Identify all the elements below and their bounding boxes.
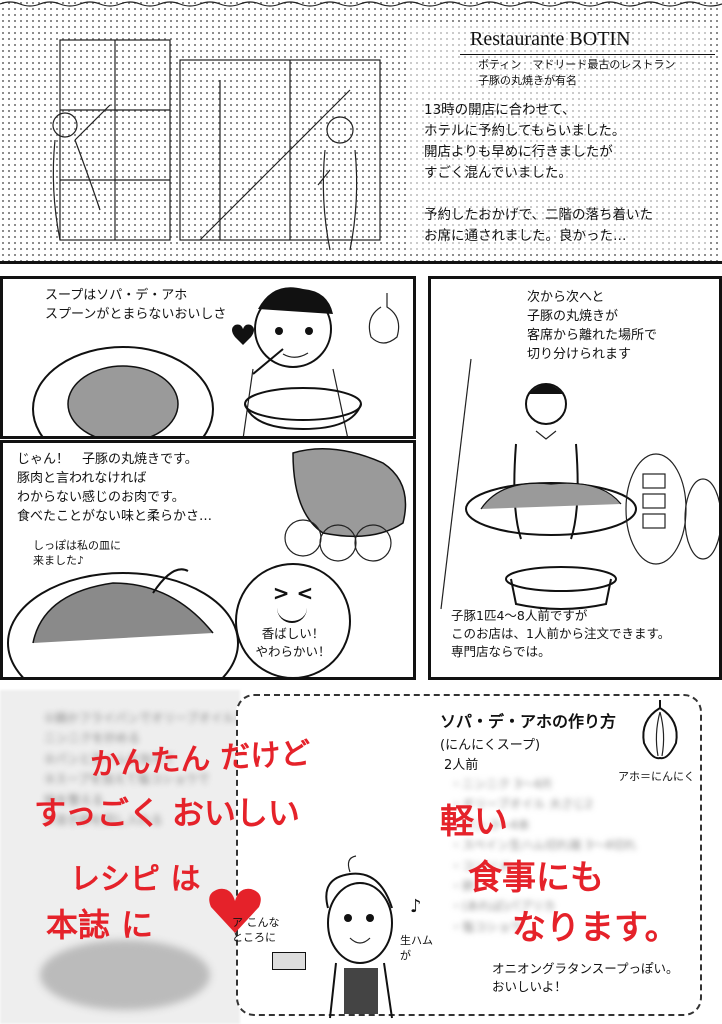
handwritten-becomes: なります。 (512, 908, 679, 948)
soup-caption: スープはソパ・デ・アホ スプーンがとまらないおいしさ (45, 288, 227, 322)
recipe-servings: 2人前 (444, 758, 479, 773)
restaurant-subtitle-1: ボティン マドリード最古のレストラン (478, 58, 676, 71)
character-note-left: ア こんな ところに (232, 916, 280, 944)
carving-caption: 次から次へと 子豚の丸焼きが 客席から離れた場所で 切り分けられます (527, 290, 658, 362)
happy-face: > < (272, 581, 314, 605)
roast-pig-panel: じゃん！ 子豚の丸焼きです。 豚肉と言われなければ わからない感じのお肉です。 … (0, 440, 416, 680)
handwritten-in-magazine: 本誌 に (46, 906, 154, 944)
bubble-text: 香ばしい！ やわらかい！ (255, 626, 331, 660)
soup-illustration (32, 287, 400, 436)
recipe-subtitle: (にんにくスープ) (440, 738, 541, 753)
tail-note: しっぽは私の皿に 来ました♪ (33, 539, 121, 567)
heart-icon (209, 888, 261, 933)
girl-character-illustration (325, 855, 393, 1019)
restaurant-subtitle-2: 子豚の丸焼きが有名 (478, 74, 577, 87)
smile-mark (277, 607, 307, 623)
title-underline (460, 54, 715, 55)
handwritten-delicious: すっごく おいしい (34, 794, 300, 832)
music-note-icon: ♪ (410, 896, 422, 917)
handwritten-light: 軽い (440, 802, 508, 842)
header-narration: 13時の開店に合わせて、 ホテルに予約してもらいました。 開店よりも早めに行きま… (424, 102, 653, 244)
garlic-label: アホ＝にんにく (618, 770, 695, 783)
pig-caption: じゃん！ 子豚の丸焼きです。 豚肉と言われなければ わからない感じのお肉です。 … (17, 452, 213, 524)
recipe-card (236, 694, 702, 1016)
waiter-carving-illustration (440, 358, 719, 610)
recipe-title: ソパ・デ・アホの作り方 (440, 712, 617, 731)
recipe-footer: オニオングラタンスープっぽい。 おいしいよ！ (492, 961, 679, 995)
garlic-icon (642, 700, 678, 760)
recipe-section: ①鍋かフライパンでオリーブオイルとスライスした ニンニクを炒める ②パンと生ハム… (0, 690, 722, 1024)
carving-panel: 次から次へと 子豚の丸焼きが 客席から離れた場所で 切り分けられます 子豚1匹4… (428, 276, 722, 680)
carving-footer: 子豚1匹4～8人前ですが このお店は、1人前から注文できます。 専門店ならでは。 (451, 608, 671, 660)
header-panel: Restaurante BOTIN ボティン マドリード最古のレストラン 子豚の… (0, 0, 722, 264)
recipe-photo-blurred (40, 940, 210, 1010)
handwritten-meal: 食事にも (468, 858, 604, 898)
recipe-ingredients-blurred: ・ニンニク 3～4片 ・オリーブオイル 大さじ2 ・パン 3～4本 ・スペイン生… (450, 777, 637, 934)
soup-panel: スープはソパ・デ・アホ スプーンがとまらないおいしさ (0, 276, 416, 439)
taste-speech-bubble: > < 香ばしい！ やわらかい！ (235, 563, 351, 677)
restaurant-interior-illustration (0, 1, 722, 251)
handwritten-recipe: レシピ は (70, 862, 201, 897)
ham-package (272, 952, 306, 970)
restaurant-name: Restaurante BOTIN (470, 28, 631, 50)
character-note-right: 生ハム が (400, 934, 433, 962)
header-text-box (410, 24, 710, 254)
roast-pig-illustration (7, 448, 407, 677)
